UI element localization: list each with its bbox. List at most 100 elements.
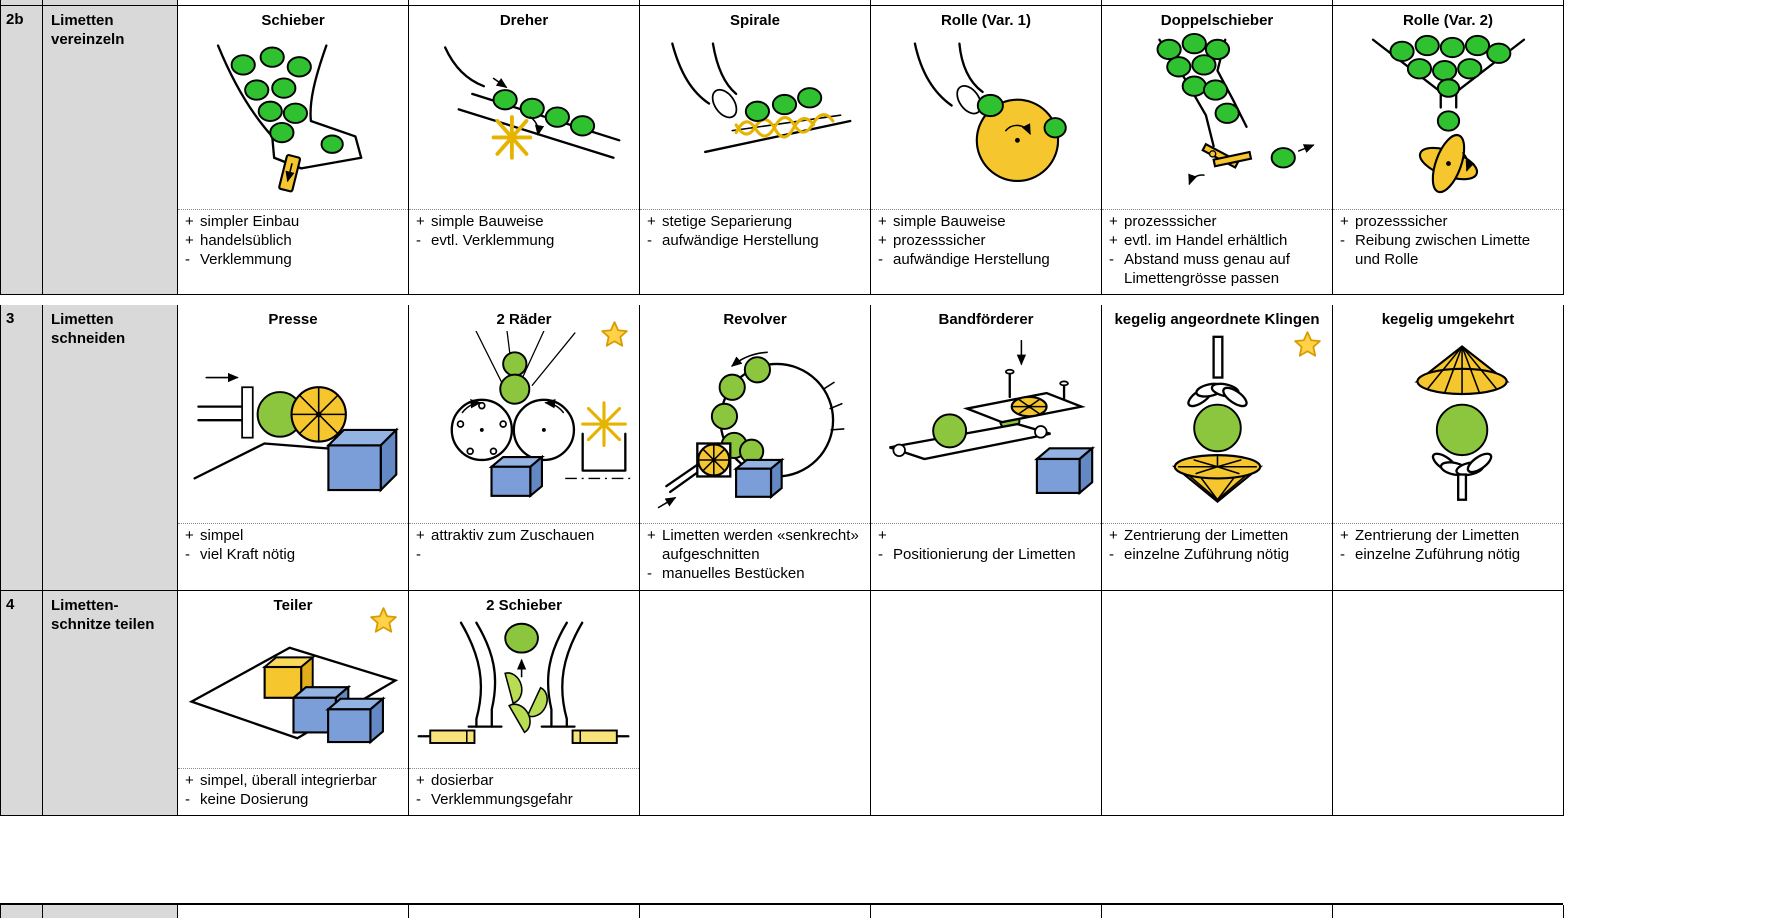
point: -viel Kraft nötig [185,546,296,563]
sketch-presse [178,331,408,523]
sketch-kegelig-klingen [1102,331,1332,523]
concept-cell-doppelschieber: Doppelschieber [1102,6,1333,295]
prev-row-sliver [409,0,640,6]
concept-title: Spirale [729,12,781,29]
point: -Verklemmung [185,251,292,268]
concept-cell-kegelig-klingen: kegelig angeordnete Klingen [1102,305,1333,591]
concept-cell-schieber: Schieber [178,6,409,295]
concept-title: kegelig umgekehrt [1381,311,1515,328]
concept-title: kegelig angeordnete Klingen [1114,311,1320,328]
row-number: 2b [1,6,43,295]
row-label: Limetten-schnitze teilen [43,591,178,816]
table-block-row2b: 2b Limetten vereinzeln Schieber [0,0,1564,295]
point: -aufwändige Herstellung [647,232,819,249]
concept-cell-rolle-var2: Rolle (Var. 2) [1333,6,1564,295]
pros-cons: +attraktiv zum Zuschauen - [409,523,639,590]
concept-cell-empty [1333,591,1564,816]
next-row-sliver-cell [1102,905,1333,918]
point: +evtl. im Handel erhältlich [1109,232,1288,249]
concept-cell-empty [1102,591,1333,816]
row-label: Limetten schneiden [43,305,178,591]
pros-cons: +dosierbar -Verklemmungsgefahr [409,768,639,815]
next-row-sliver-cell [409,905,640,918]
next-row-sliver-cell [1,905,43,918]
point: -Verklemmungsgefahr [416,791,573,808]
point: +simpel [185,527,244,544]
concept-cell-empty [871,591,1102,816]
concept-title: Dreher [499,12,549,29]
prev-row-sliver [640,0,871,6]
pros-cons: +simpel, überall integrierbar -keine Dos… [178,768,408,815]
pros-cons: +Zentrierung der Limetten -einzelne Zufü… [1333,523,1563,590]
pros-cons: +simpler Einbau +handelsüblich -Verklemm… [178,209,408,294]
point: +Limetten werden «senkrecht» aufgeschnit… [647,527,859,563]
favorite-star-icon [1294,331,1321,358]
concept-cell-2raeder: 2 Räder [409,305,640,591]
next-row-sliver-cell [178,905,409,918]
pros-cons: +simple Bauweise +prozesssicher -aufwänd… [871,209,1101,294]
sketch-teiler [178,617,408,768]
point: -einzelne Zuführung nötig [1340,546,1521,563]
concept-title: Rolle (Var. 1) [940,12,1032,29]
concept-title: 2 Schieber [486,597,562,614]
next-row-sliver-cell [43,905,178,918]
next-row-sliver [0,903,1564,918]
point: +prozesssicher [878,232,986,249]
prev-row-sliver [871,0,1102,6]
concept-title: Bandförderer [938,311,1034,328]
point: -Abstand muss genau auf Limettengrösse p… [1109,251,1290,287]
concept-title: Rolle (Var. 2) [1402,12,1494,29]
next-row-sliver-cell [1333,905,1564,918]
concept-cell-2schieber: 2 Schieber [409,591,640,816]
concept-cell-dreher: Dreher [409,6,640,295]
prev-row-sliver [1102,0,1333,6]
point: -Reibung zwischen Limette und Rolle [1340,232,1531,268]
point: -Positionierung der Limetten [878,546,1076,563]
concept-cell-revolver: Revolver [640,305,871,591]
point: +prozesssicher [1109,213,1217,230]
concept-title: Doppelschieber [1160,12,1274,29]
next-row-sliver-cell [871,905,1102,918]
favorite-star-icon [370,607,397,634]
point: -evtl. Verklemmung [416,232,555,249]
row-number: 3 [1,305,43,591]
point: +prozesssicher [1340,213,1448,230]
point: -keine Dosierung [185,791,309,808]
concept-cell-teiler: Teiler [178,591,409,816]
sketch-rolle-var1 [871,32,1101,209]
point: + [878,527,887,544]
sketch-2schieber [409,617,639,768]
sketch-bandfoerderer [871,331,1101,523]
point: +handelsüblich [185,232,292,249]
favorite-star-icon [601,321,628,348]
concept-title: Schieber [261,12,325,29]
concept-cell-bandfoerderer: Bandförderer [871,305,1102,591]
concept-cell-presse: Presse [178,305,409,591]
concept-title: Presse [268,311,318,328]
pros-cons: +prozesssicher -Reibung zwischen Limette… [1333,209,1563,294]
point: -aufwändige Herstellung [878,251,1050,268]
prev-row-sliver [178,0,409,6]
point: +stetige Separierung [647,213,793,230]
point: +dosierbar [416,772,494,789]
concept-cell-kegelig-umgekehrt: kegelig umgekehrt [1333,305,1564,591]
prev-row-sliver [1,0,43,6]
concept-cell-spirale: Spirale +stetige Separierung -aufwä [640,6,871,295]
sketch-spirale [640,32,870,209]
point: -manuelles Bestücken [647,565,805,582]
concept-cell-rolle-var1: Rolle (Var. 1) +simple Bauweise +prozess… [871,6,1102,295]
row-label: Limetten vereinzeln [43,6,178,295]
point: +Zentrierung der Limetten [1109,527,1289,544]
concept-title: 2 Räder [496,311,552,328]
pros-cons: +simple Bauweise -evtl. Verklemmung [409,209,639,294]
sketch-rolle-var2 [1333,32,1563,209]
sketch-dreher [409,32,639,209]
table-block-rows-3-4: 3 Limetten schneiden Presse [0,305,1564,816]
pros-cons: + -Positionierung der Limetten [871,523,1101,590]
sketch-revolver [640,331,870,523]
point: +simple Bauweise [878,213,1006,230]
next-row-sliver-cell [640,905,871,918]
sketch-schieber [178,32,408,209]
pros-cons: +prozesssicher +evtl. im Handel erhältli… [1102,209,1332,294]
